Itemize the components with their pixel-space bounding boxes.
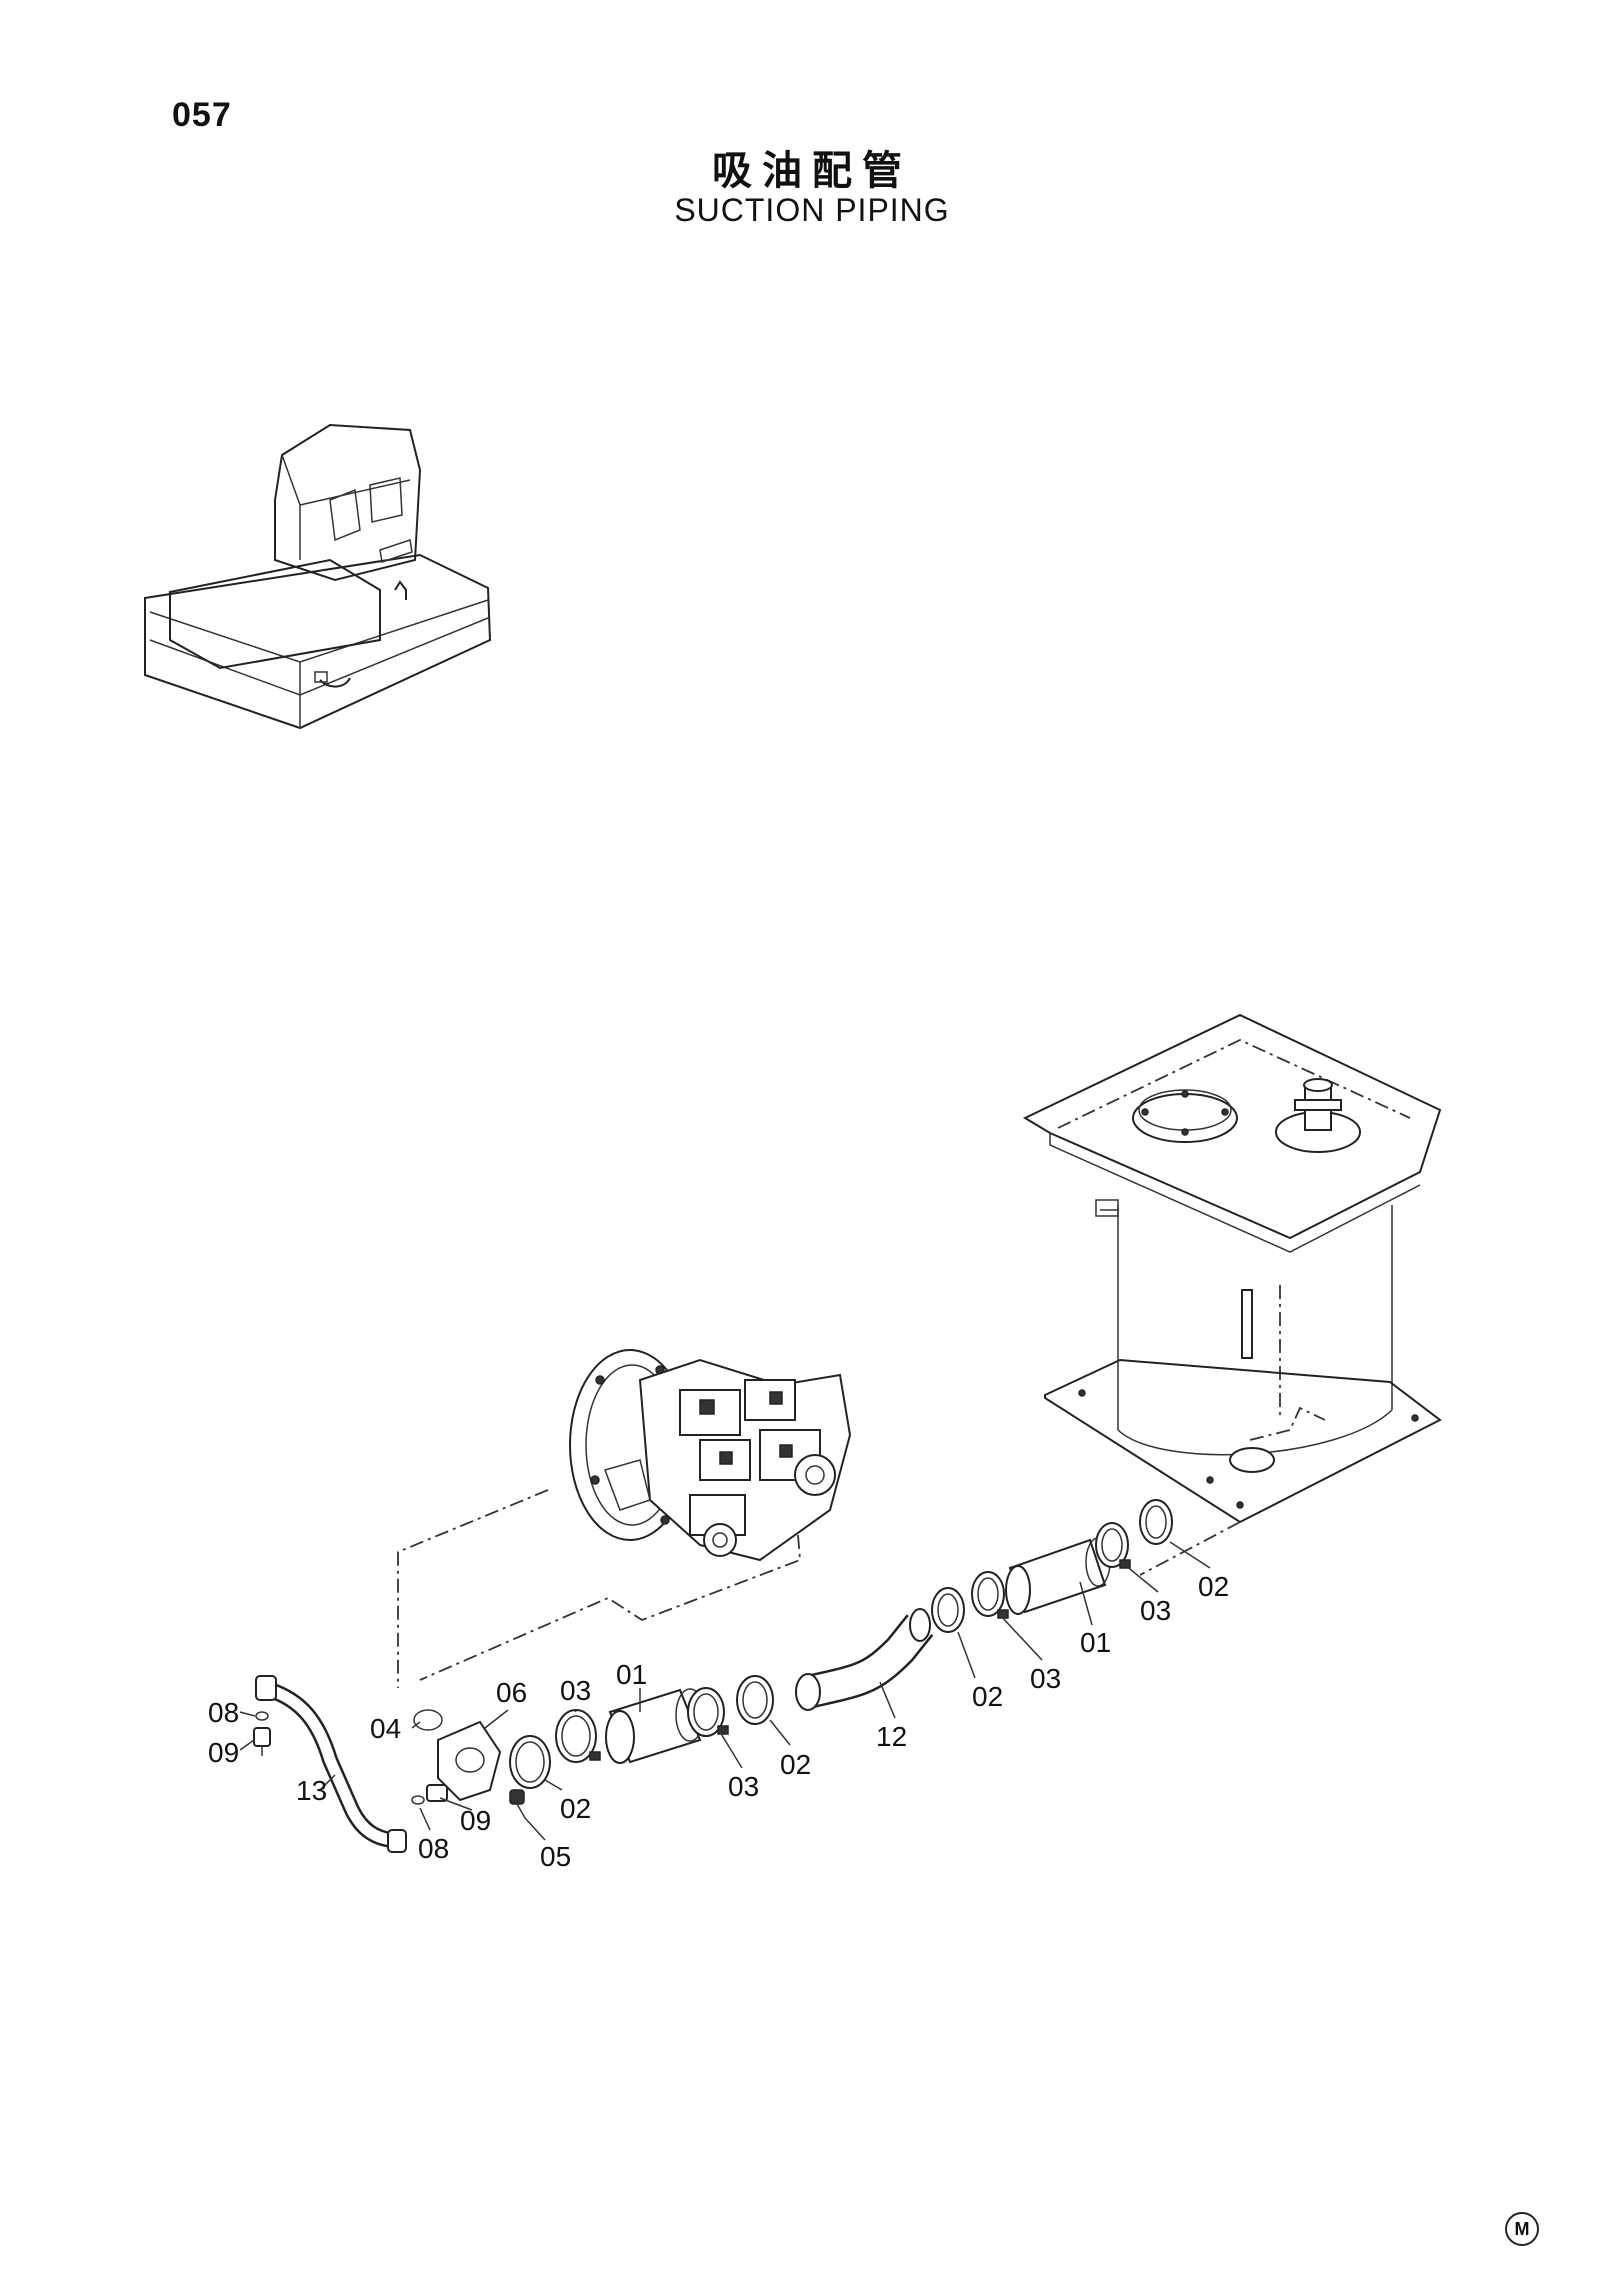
hydraulic-tank-illustration bbox=[1022, 1013, 1442, 1524]
callout-09-lower: 09 bbox=[460, 1805, 491, 1836]
callout-02-first: 02 bbox=[560, 1793, 591, 1824]
callout-05: 05 bbox=[540, 1841, 571, 1872]
page-number: 057 bbox=[172, 96, 232, 134]
callout-01-first: 01 bbox=[616, 1659, 647, 1690]
leader-lines bbox=[397, 1489, 1241, 1688]
excavator-overview-illustration bbox=[144, 423, 492, 730]
hose-13-assembly bbox=[253, 1675, 448, 1853]
callout-13: 13 bbox=[296, 1775, 327, 1806]
callout-leaders bbox=[239, 1541, 1211, 1841]
callout-02-second: 02 bbox=[780, 1749, 811, 1780]
callout-08-upper: 08 bbox=[208, 1697, 239, 1728]
callout-09-upper: 09 bbox=[208, 1737, 239, 1768]
callout-12: 12 bbox=[876, 1721, 907, 1752]
callout-06: 06 bbox=[496, 1677, 527, 1708]
callout-01-second: 01 bbox=[1080, 1627, 1111, 1658]
callout-04: 04 bbox=[370, 1713, 401, 1744]
suction-line-parts bbox=[509, 1499, 1173, 1789]
page-title: SUCTION PIPING bbox=[674, 192, 950, 228]
callout-02-third: 02 bbox=[972, 1681, 1003, 1712]
hydraulic-pump-illustration bbox=[569, 1349, 852, 1562]
callout-02-fourth: 02 bbox=[1198, 1571, 1229, 1602]
callout-03-first: 03 bbox=[560, 1675, 591, 1706]
callout-08-lower: 08 bbox=[418, 1833, 449, 1864]
callout-labels: 08 09 13 04 06 08 09 05 03 02 01 03 02 1… bbox=[208, 1571, 1229, 1872]
callout-03-second: 03 bbox=[728, 1771, 759, 1802]
page-title-japanese: 吸油配管 bbox=[712, 148, 912, 194]
manufacturer-mark: M bbox=[1505, 2212, 1539, 2246]
callout-03-third: 03 bbox=[1030, 1663, 1061, 1694]
callout-03-fourth: 03 bbox=[1140, 1595, 1171, 1626]
suction-flange-assembly bbox=[413, 1709, 526, 1819]
